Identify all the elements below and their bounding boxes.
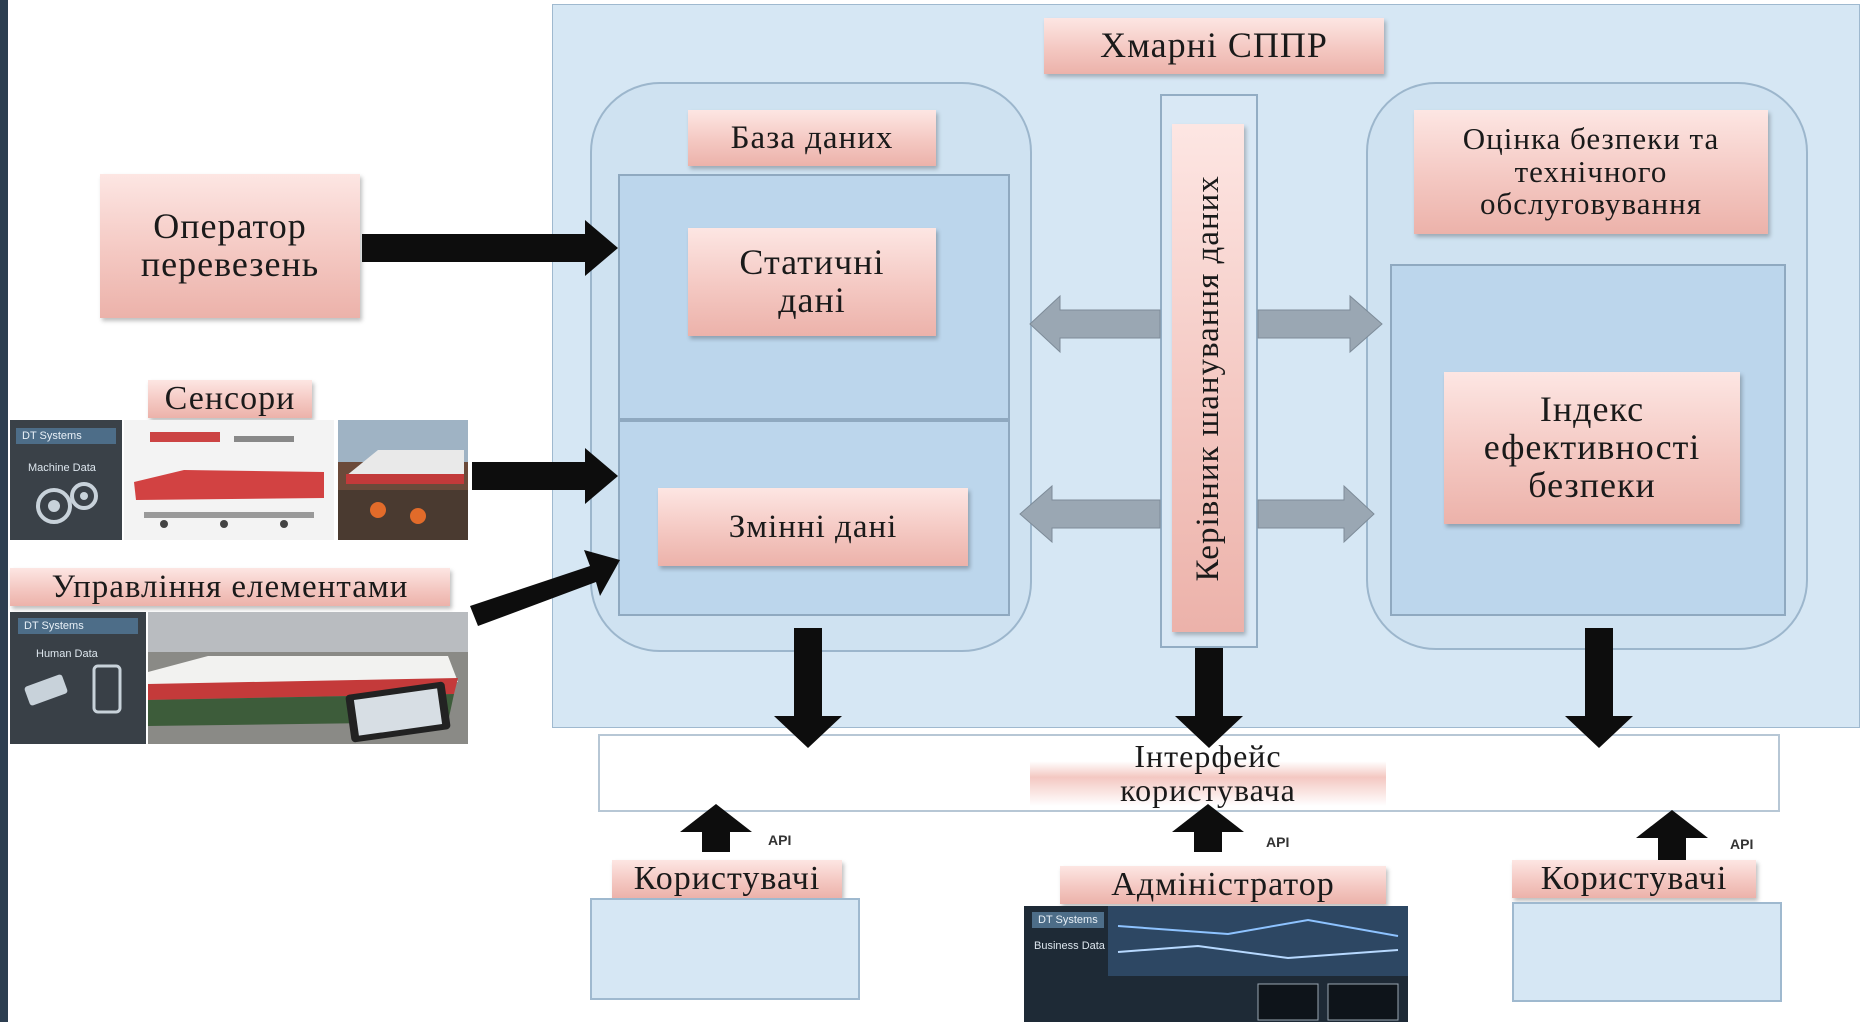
api-label-left: API <box>768 832 792 848</box>
transport-operator-label: Оператор перевезень <box>100 174 360 318</box>
machine-data-photo: DT Systems Machine Data <box>10 420 122 540</box>
element-control-label: Управління елементами <box>10 568 450 606</box>
sensors-label: Сенсори <box>148 380 312 418</box>
dt-systems-badge-2: DT Systems <box>18 618 138 634</box>
arrow-operator-to-database <box>362 220 618 276</box>
arrow-exchange-variable-left <box>1019 484 1161 544</box>
sensor-train-diagram-photo <box>124 420 334 540</box>
api-label-right: API <box>1730 836 1754 852</box>
control-room-screens-icon <box>1108 906 1408 1021</box>
left-edge-strip <box>0 0 8 1022</box>
arrow-users-right-up <box>1636 810 1708 860</box>
business-data-text: Business Data <box>1034 940 1105 952</box>
gears-icon <box>36 482 98 524</box>
dt-systems-badge-3: DT Systems <box>1032 912 1104 928</box>
admin-control-room-photo: DT Systems Business Data <box>1024 906 1408 1022</box>
arrow-safety-to-interface <box>1565 628 1633 748</box>
static-data-label: Статичні дані <box>688 228 936 336</box>
users-right-label: Користувачі <box>1512 860 1756 898</box>
dt-systems-badge: DT Systems <box>16 428 116 444</box>
arrow-admin-up <box>1172 804 1244 852</box>
human-data-text: Human Data <box>36 648 98 660</box>
users-right-box[interactable] <box>1512 902 1782 1002</box>
arrow-manager-to-interface <box>1175 648 1243 748</box>
arrow-exchange-static-right <box>1257 294 1383 354</box>
variable-data-label: Змінні дані <box>658 488 968 566</box>
arrow-control-to-database <box>470 550 620 626</box>
database-title: База даних <box>688 110 936 166</box>
arrow-users-left-up <box>680 804 752 852</box>
maintenance-crew-photo <box>338 420 468 540</box>
arrow-database-to-interface <box>774 628 842 748</box>
train-workshop-icon <box>338 420 468 540</box>
users-left-label: Користувачі <box>612 860 842 898</box>
train-station-tablet-icon <box>148 612 468 743</box>
safety-index-label: Індекс ефективності безпеки <box>1444 372 1740 524</box>
arrow-exchange-static-left <box>1029 294 1161 354</box>
arrow-sensors-to-database <box>472 448 618 504</box>
train-tablet-photo <box>148 612 468 744</box>
cloud-dss-title: Хмарні СППР <box>1044 18 1384 74</box>
admin-label: Адміністратор <box>1060 866 1386 904</box>
camera-phone-icon <box>24 664 122 714</box>
human-data-photo: DT Systems Human Data <box>10 612 146 744</box>
arrow-exchange-variable-right <box>1257 484 1375 544</box>
api-label-admin: API <box>1266 834 1290 850</box>
data-manager-label-box: Керівник шанування даних <box>1172 124 1244 632</box>
train-sensor-diagram-icon <box>134 432 324 528</box>
users-left-box[interactable] <box>590 898 860 1000</box>
machine-data-text: Machine Data <box>28 462 96 474</box>
safety-title: Оцінка безпеки та технічного обслуговува… <box>1414 110 1768 234</box>
